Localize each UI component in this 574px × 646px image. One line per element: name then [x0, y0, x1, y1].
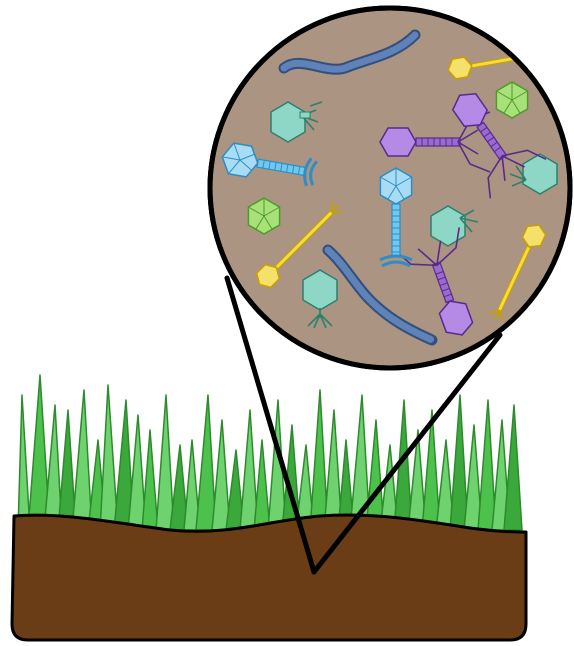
soil-block-icon	[12, 515, 526, 640]
grass-blades-icon	[18, 375, 522, 530]
